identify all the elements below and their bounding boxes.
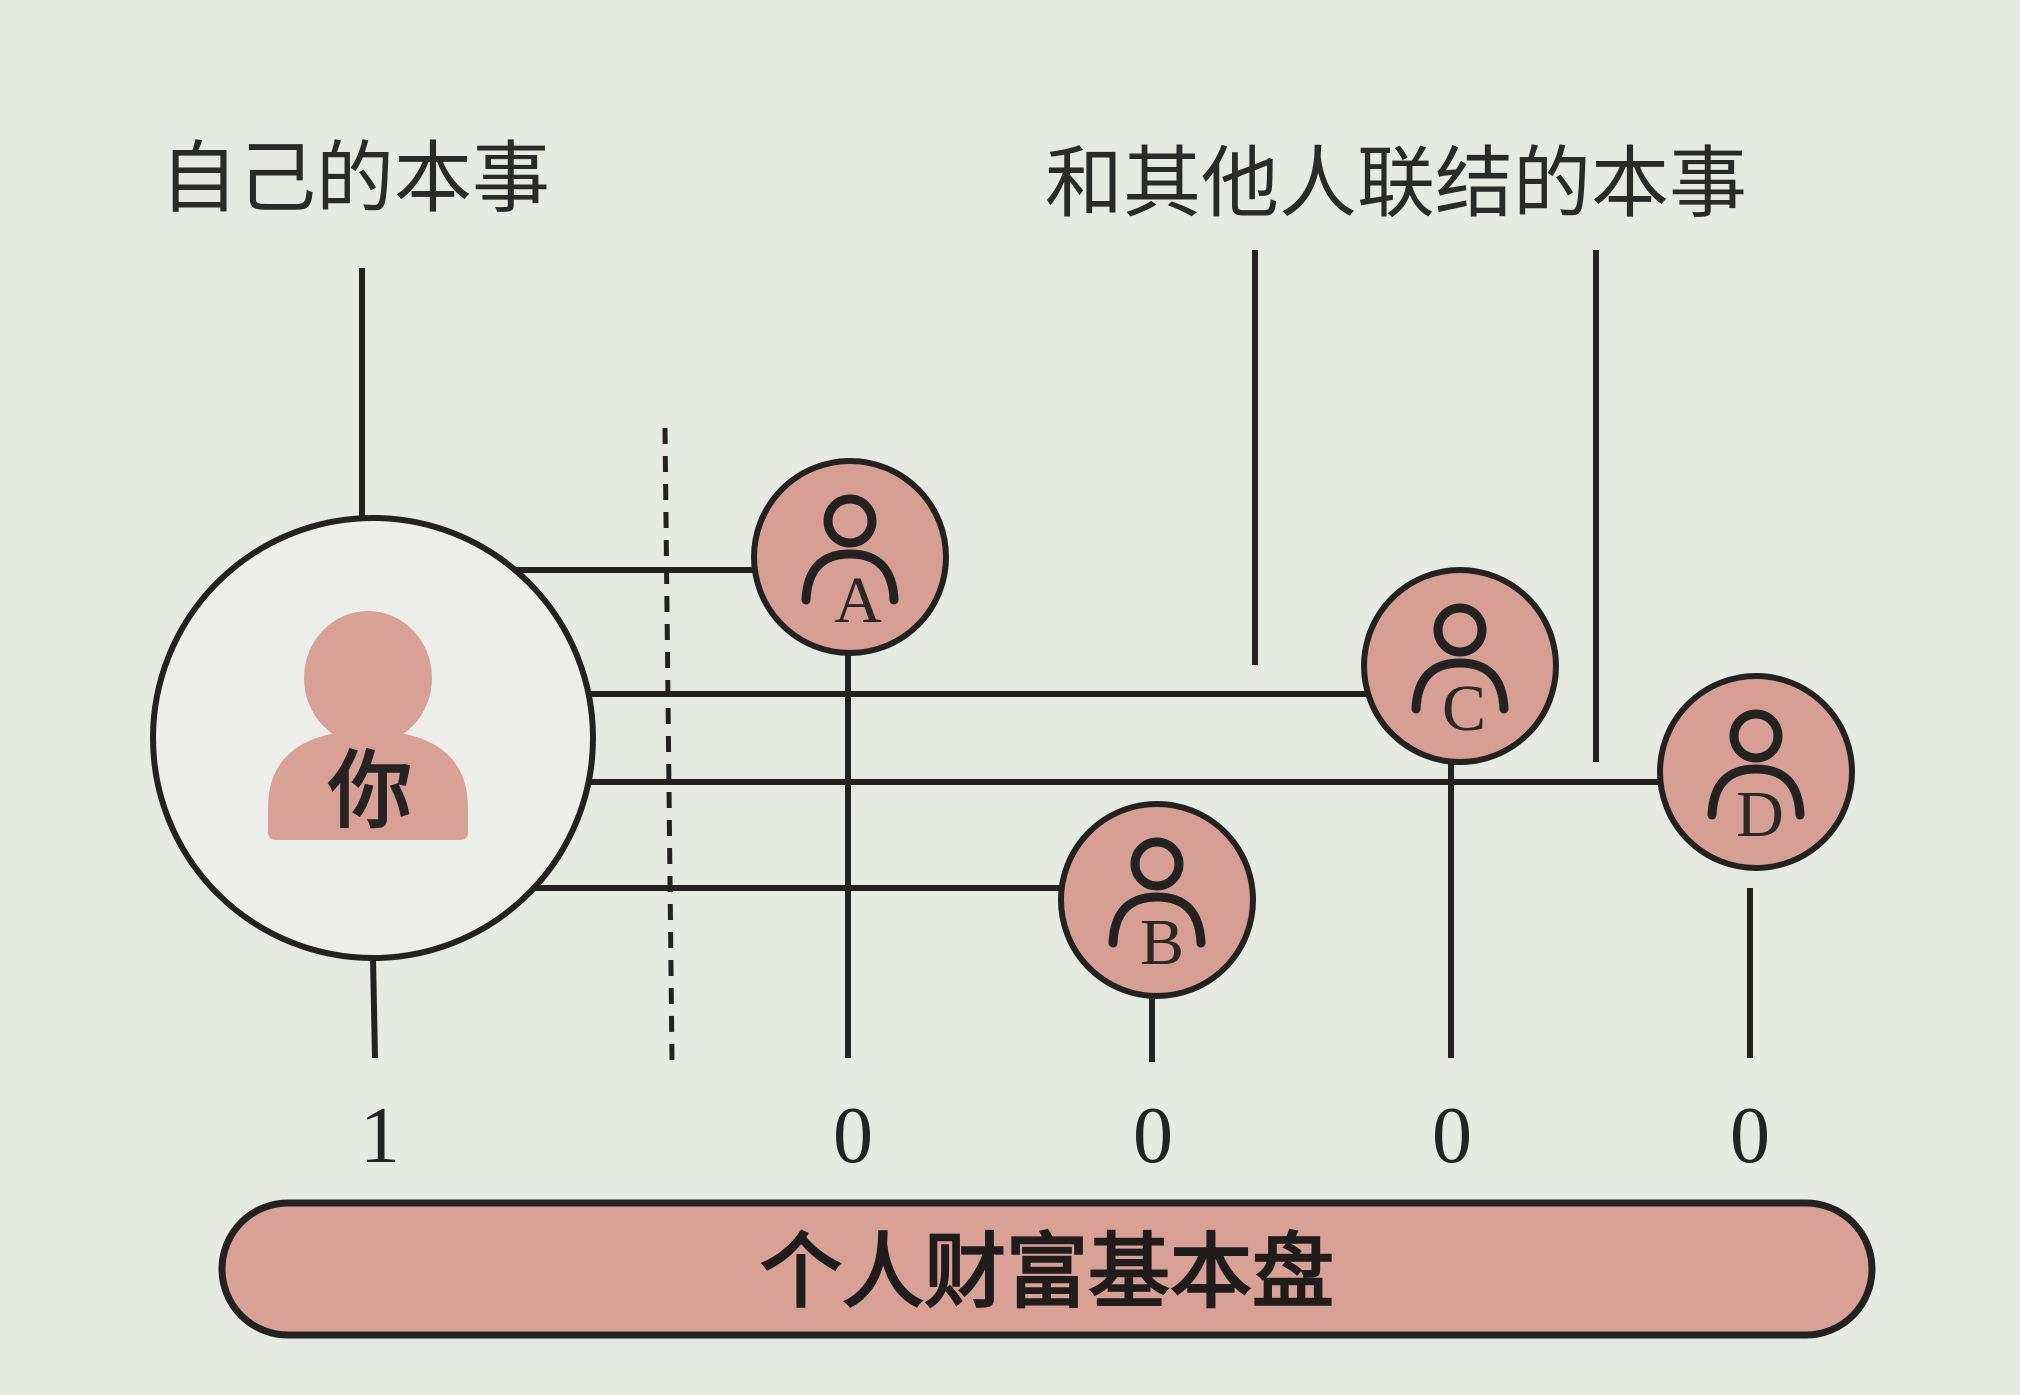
node-a-letter: A <box>834 564 882 637</box>
node-c-letter: C <box>1442 672 1486 745</box>
self-skill-label: 自己的本事 <box>160 134 550 224</box>
node-b-letter: B <box>1140 906 1184 979</box>
person-b-icon <box>1108 837 1206 948</box>
person-c-icon <box>1411 603 1509 714</box>
node-a: A <box>751 458 949 656</box>
you-digit: 1 <box>360 1092 400 1180</box>
you-label: 你 <box>327 742 412 840</box>
base-bar-shape <box>218 1199 1876 1339</box>
node-b: B <box>1058 801 1256 999</box>
person-a-icon <box>801 494 899 605</box>
dashed-divider <box>662 427 675 1061</box>
base-bar-label: 个人财富基本盘 <box>760 1225 1334 1320</box>
base-bar: 个人财富基本盘 <box>218 1199 1876 1339</box>
connect-skill-label: 和其他人联结的本事 <box>1045 139 1747 229</box>
c-digit: 0 <box>1432 1092 1472 1180</box>
node-c: C <box>1361 567 1559 765</box>
a-digit: 0 <box>833 1092 873 1180</box>
node-d-letter: D <box>1736 778 1784 851</box>
node-d: D <box>1657 673 1855 871</box>
you-drop-line <box>370 957 378 1059</box>
person-d-icon <box>1707 709 1805 820</box>
d-digit: 0 <box>1730 1092 1770 1180</box>
person-silhouette-icon <box>268 611 468 840</box>
b-digit: 0 <box>1133 1092 1173 1180</box>
you-node: 你 <box>150 515 596 961</box>
